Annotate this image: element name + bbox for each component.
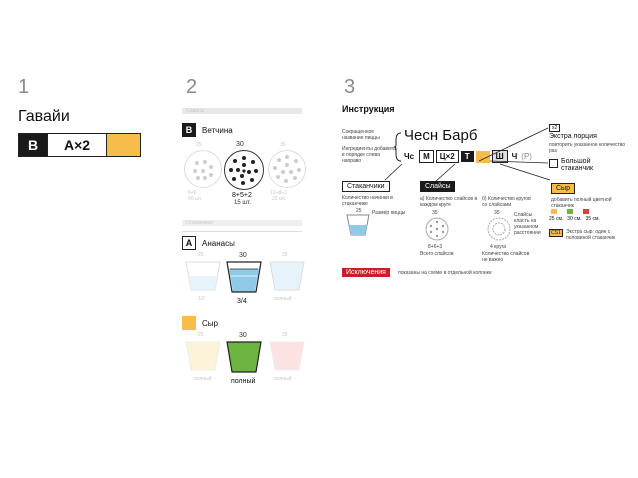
slices-tag: Слайсы [182,108,302,114]
cheese-cup-25-amount: полный [194,376,212,382]
pineapple-cup-35-size: 35 [282,252,288,258]
cheese-swatch-25 [551,209,557,214]
plate-size-25: 25 [196,142,202,148]
code-t: Т [460,151,474,162]
pineapple-cup-30-amount: 3/4 [237,298,247,305]
ingredient-code-strip: Чс М Ц×2 Т Ш Ч (Р) [401,150,532,163]
cheese-badge [182,316,196,330]
mini-cup-icon [346,214,370,236]
cheese-cup-30 [226,341,262,373]
exclusions-tag: Исключения [342,268,390,277]
step-3-number: 3 [344,76,356,98]
pineapple-cup-25 [185,261,221,291]
cheese-color-swatches [551,209,589,214]
cheese-label: Сыр [202,318,218,328]
cheese-swatch-30 [567,209,573,214]
plate-35-total: 20 шт. [272,196,287,202]
slices-under-2: 4 круга [490,244,507,250]
cheese-cup-30-amount: полный [231,378,256,385]
cheese-section-header: Сыр [182,316,218,330]
plate-size-35: 35 [280,142,286,148]
plate-35 [268,150,306,188]
pineapple-cup-25-size: 25 [198,252,204,258]
ingr-note: Ингредиенты добавить в порядке слева нап… [342,146,396,164]
plate-30 [224,150,264,190]
cheese-cup-30-size: 30 [239,332,247,339]
pineapple-label: Ананасы [202,238,235,248]
big-cup-note: Большой стаканчик [549,158,621,172]
abbr-note: Сокращенное название пиццы [342,129,380,141]
slices-label: Слайсы [420,181,456,192]
plate-30-count: 8+5+2 [232,192,252,199]
pineapple-code-cell: A×2 [47,134,106,156]
mini-plate-icon-2 [487,217,511,241]
plate-35-count: 10+8+2 [270,190,287,196]
cheese-cups-row: 25 полный 30 полный 35 полный [182,332,306,392]
slices-note-2: Количество слайсов не важно [482,251,530,263]
code-cs: Чс [404,152,415,161]
slices-num: 35 [432,210,438,216]
plate-25-total: 40 шт. [188,196,203,202]
code-r: (Р) [521,152,532,161]
cheese-note-desc: добавить полный цветной стаканчик [551,197,612,209]
cups-desc: Количество начинки в стаканчике [342,195,393,207]
ham-label: Ветчина [202,125,233,135]
cup-num: 25 [356,208,362,214]
plate-25-count: 6+6 [188,190,197,196]
cheese-code-cell [106,134,140,156]
pineapple-cups-row: 25 1/2 30 3/4 35 полный [182,252,306,312]
cups-tag: Стаканчики [182,220,302,226]
pineapple-cup-30 [226,261,262,293]
extra-cheese-desc: Экстра сыр: один с половиной стаканчик [566,229,616,241]
square-icon [549,159,558,168]
connector-lines [384,127,551,183]
slices-c: Слайсы класть на указанном расстоянии [514,212,541,236]
pineapple-cup-35-amount: полный [274,296,292,302]
extra-label: Экстра порция [549,133,597,140]
cheese-note-label: Сыр [551,183,575,194]
ham-code-cell: B [19,134,47,156]
pineapple-badge: A [182,236,196,250]
brace-icon [393,132,402,162]
cheese-cup-25 [185,341,221,371]
slices-a: а) Количество слайсов в каждом круге [420,196,478,208]
cheese-cup-25-size: 25 [198,332,204,338]
slices-under: 8+6+3 [428,244,443,250]
slices-num-2: 35 [494,210,500,216]
cheese-cup-35-amount: полный [274,376,292,382]
cheese-swatch-35 [583,209,589,214]
pineapple-cup-30-size: 30 [239,252,247,259]
code-cheese [475,150,490,163]
step-1-number: 1 [18,76,30,98]
ham-section-header: B Ветчина [182,123,233,137]
pizza-short-name: Чесн Барб [404,127,478,144]
pizza-code-strip: B A×2 [18,133,141,157]
pineapple-cup-35 [269,261,305,291]
extra-cheese-tag: CS1 [549,229,563,237]
mini-plate-icon [425,217,449,241]
ham-badge: B [182,123,196,137]
extra-desc: повторить указанное количество раз [549,142,626,154]
cheese-cup-35-size: 35 [282,332,288,338]
cups-label: Стаканчики [342,181,390,192]
step-2-number: 2 [186,76,198,98]
code-m: М [419,150,434,163]
cup-size-note: Размер пиццы [372,210,406,216]
cheese-size-labels: 25 см. 30 см. 35 см. [549,216,600,222]
instruction-title: Инструкция [342,104,395,114]
plate-25 [184,150,222,188]
exclusions-desc: показаны на схеме в отдельной колонке [398,270,492,276]
pizza-name: Гавайи [18,108,70,125]
pineapple-section-header: A Ананасы [182,236,235,250]
plate-30-total: 15 шт. [234,200,251,206]
code-ch: Ч [511,152,518,161]
slices-total: Всего слайсов [420,251,454,257]
plate-size-30: 30 [236,141,244,148]
ham-plates-row: 25 6+6 40 шт. 30 8+5+2 15 шт. 35 10+8+2 … [182,141,306,212]
cheese-cup-35 [269,341,305,371]
slices-b: б) Количество кругов со слайсами [482,196,531,208]
code-c2: Ц×2 [435,150,459,163]
extra-tag: x2 [549,124,561,132]
pineapple-cup-25-amount: 1/2 [198,296,205,302]
